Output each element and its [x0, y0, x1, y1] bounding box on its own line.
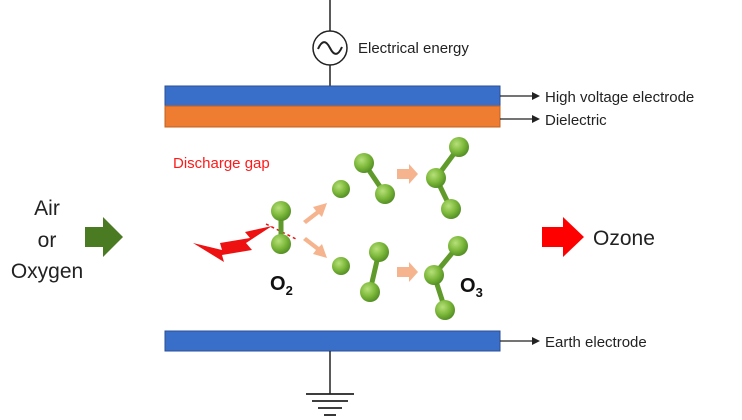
split-arrow-up: [303, 203, 327, 224]
reaction-arrow-top: [397, 164, 418, 184]
discharge-gap-label: Discharge gap: [173, 155, 270, 172]
ozone-output-arrow: [542, 217, 584, 257]
o3-molecule-top: [426, 137, 469, 219]
ozone-label: Ozone: [593, 227, 655, 250]
o2-subscript: 2: [286, 283, 293, 298]
dielectric-layer: [164, 105, 501, 128]
earth-electrode-pointer: [500, 337, 540, 345]
inlet-or-label: or: [38, 229, 57, 252]
split-arrow-down: [303, 237, 327, 258]
inlet-air-label: Air: [34, 197, 60, 220]
high-voltage-electrode: [164, 85, 501, 107]
dielectric-pointer: [500, 115, 540, 123]
ground-icon: [306, 351, 354, 416]
electrical-energy-label: Electrical energy: [358, 40, 469, 57]
o3-molecule-bottom: [424, 236, 468, 320]
inlet-arrow: [85, 217, 123, 257]
hv-electrode-pointer: [500, 92, 540, 100]
dielectric-label: Dielectric: [545, 112, 607, 129]
ac-source-icon: [312, 0, 348, 86]
o2-molecule-bottom: [360, 242, 389, 302]
o3-formula: O3: [460, 275, 483, 300]
free-oxygen-atom-bottom: [332, 257, 350, 275]
free-oxygen-atom-top: [332, 180, 350, 198]
high-voltage-electrode-label: High voltage electrode: [545, 89, 694, 106]
spark-icon: [193, 226, 272, 262]
earth-electrode-label: Earth electrode: [545, 334, 647, 351]
o2-molecule: [271, 201, 291, 254]
earth-electrode: [164, 330, 501, 352]
o2-molecule-top: [354, 153, 395, 204]
reaction-arrow-bottom: [397, 262, 418, 282]
o2-formula: O2: [270, 273, 293, 298]
o3-subscript: 3: [476, 285, 483, 300]
inlet-oxygen-label: Oxygen: [11, 260, 83, 283]
